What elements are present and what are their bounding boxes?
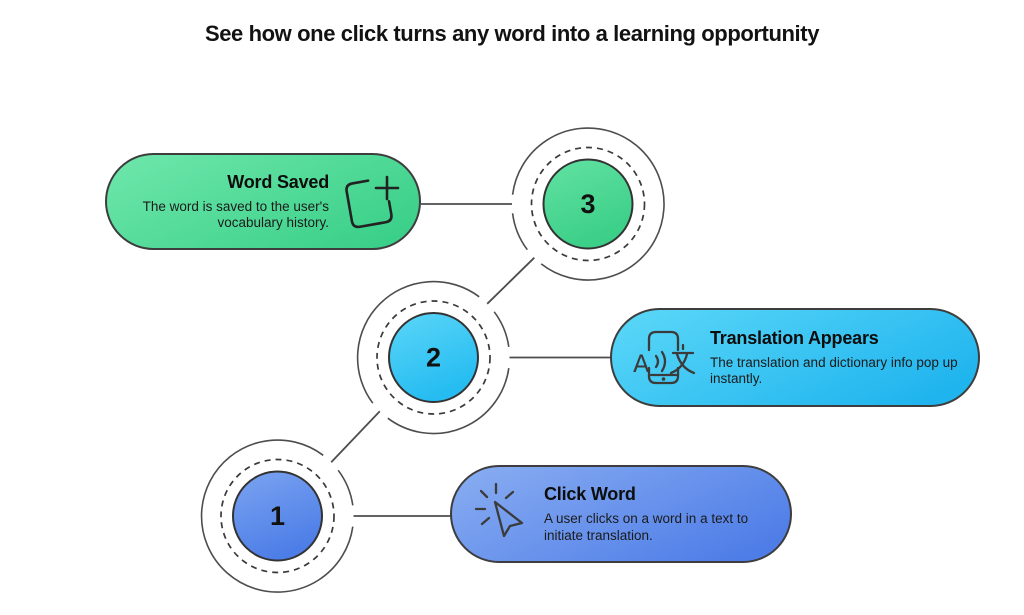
step2-card-title: Translation Appears bbox=[710, 327, 879, 348]
step1-number: 1 bbox=[270, 501, 285, 531]
step3-card-title: Word Saved bbox=[227, 171, 329, 192]
cursor-click-icon bbox=[474, 482, 530, 546]
step3-circle bbox=[542, 158, 634, 250]
connector-circle3-to-circle2 bbox=[486, 257, 535, 305]
step2-card-translation-appears: A Translation Appears The translation an… bbox=[610, 308, 980, 407]
step3-outer-ring bbox=[511, 213, 528, 251]
step3-number: 3 bbox=[580, 189, 595, 219]
step2-number: 2 bbox=[426, 343, 441, 373]
step2-card-description: The translation and dictionary info pop … bbox=[710, 354, 958, 386]
translate-icon: A bbox=[632, 328, 696, 388]
step3-dashed-ring bbox=[530, 146, 646, 262]
page-title: See how one click turns any word into a … bbox=[204, 21, 820, 46]
step1-dashed-ring bbox=[220, 458, 335, 574]
svg-text:A: A bbox=[633, 350, 650, 378]
step3-card-word-saved: Word Saved The word is saved to the user… bbox=[105, 153, 421, 250]
step1-card-title: Click Word bbox=[544, 484, 636, 505]
step1-outer-ring bbox=[337, 469, 354, 506]
step2-circle bbox=[388, 312, 479, 403]
step1-outer-ring bbox=[200, 439, 354, 593]
step1-card-click-word: Click Word A user clicks on a word in a … bbox=[450, 465, 792, 563]
step3-card-description: The word is saved to the user's vocabula… bbox=[142, 198, 329, 230]
step2-outer-ring bbox=[356, 280, 480, 404]
step2-outer-ring bbox=[493, 311, 510, 348]
step1-card-description: A user clicks on a word in a text to ini… bbox=[544, 511, 749, 543]
step3-outer-ring bbox=[511, 127, 665, 281]
step2-dashed-ring bbox=[376, 300, 491, 415]
step2-outer-ring bbox=[387, 367, 510, 435]
save-note-plus-icon bbox=[341, 173, 403, 231]
step1-circle bbox=[232, 470, 323, 562]
connector-circle2-to-circle1 bbox=[330, 410, 381, 463]
